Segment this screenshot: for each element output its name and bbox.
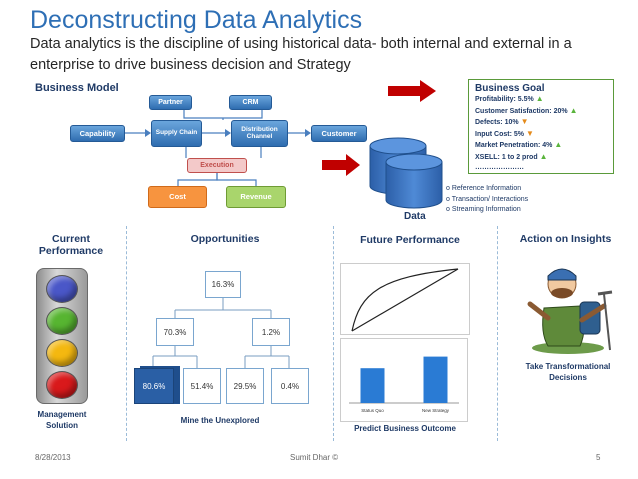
- revenue-box: Revenue: [226, 186, 286, 208]
- business-goal-item-text: Defects: 10%: [475, 119, 519, 126]
- data-item: o Streaming Information: [446, 206, 521, 213]
- business-goal-item: Market Penetration: 4%▲: [475, 140, 607, 152]
- future-performance-caption: Predict Business Outcome: [354, 424, 456, 433]
- business-goal-item: Profitability: 5.5%▲: [475, 94, 607, 106]
- bar-category-label: Status Quo: [361, 408, 384, 413]
- data-label: Data: [404, 211, 426, 222]
- opportunity-node-left: 70.3%: [156, 318, 194, 346]
- business-goal-item-text: Customer Satisfaction: 20%: [475, 107, 568, 115]
- footer-date: 8/28/2013: [35, 453, 71, 462]
- baseline-line: [351, 268, 459, 332]
- crm-box: CRM: [229, 95, 272, 110]
- column-divider: [333, 226, 334, 441]
- business-goal-item: …………………: [475, 163, 607, 174]
- distribution-channel-box: Distribution Channel: [231, 120, 288, 147]
- business-goal-item: Input Cost: 5%▼: [475, 129, 607, 141]
- bar: [423, 356, 448, 403]
- current-performance-heading: Current Performance: [38, 233, 104, 257]
- current-performance-caption: Management Solution: [37, 410, 87, 430]
- slide-title: Deconstructing Data Analytics: [30, 6, 363, 34]
- growth-curve-chart: [340, 263, 470, 335]
- business-goal-item-text: Input Cost: 5%: [475, 130, 524, 138]
- future-bar-chart: Status Quo New Strategy: [340, 338, 468, 422]
- opportunity-tree-connectors: [152, 297, 290, 368]
- footer-author: Sumit Dhar ©: [290, 453, 339, 462]
- action-on-insights-heading: Action on Insights: [519, 233, 612, 245]
- business-goal-item-text: …………………: [475, 164, 524, 171]
- footer-page-number: 5: [596, 453, 601, 462]
- cost-box: Cost: [148, 186, 207, 208]
- business-goal-box: Business Goal Profitability: 5.5%▲Custom…: [468, 79, 614, 174]
- slide-subtitle: Data analytics is the discipline of usin…: [30, 36, 572, 73]
- arrow-down-icon: ▼: [520, 117, 529, 126]
- traffic-light-lamp: [46, 339, 78, 367]
- bar: [360, 368, 385, 403]
- arrow-down-icon: ▼: [526, 128, 534, 138]
- business-model-heading: Business Model: [35, 82, 119, 94]
- arrow-up-icon: ▲: [535, 94, 544, 103]
- data-item: o Transaction/ Interactions: [446, 195, 529, 203]
- traffic-light-lamp: [46, 307, 78, 335]
- business-goal-item: Defects: 10%▼: [475, 117, 607, 129]
- opportunity-leaf-highlight: 80.6%: [134, 368, 174, 404]
- opportunities-caption: Mine the Unexplored: [180, 416, 260, 425]
- execution-box: Execution: [187, 158, 247, 173]
- opportunity-leaf: 0.4%: [271, 368, 309, 404]
- bar-category-label: New Strategy: [422, 408, 450, 413]
- customer-box: Customer: [311, 125, 367, 142]
- opportunity-leaf: 29.5%: [226, 368, 264, 404]
- red-arrow-icon: [322, 154, 360, 176]
- opportunity-node-right: 1.2%: [252, 318, 290, 346]
- partner-box: Partner: [149, 95, 192, 110]
- business-goal-item: XSELL: 1 to 2 prod▲: [475, 152, 607, 164]
- growth-curve-line: [351, 268, 459, 332]
- business-goal-item-text: Market Penetration: 4%: [475, 142, 553, 149]
- capability-box: Capability: [70, 125, 125, 142]
- arrow-up-icon: ▲: [554, 140, 563, 149]
- red-arrow-icon: [388, 80, 436, 102]
- opportunities-heading: Opportunities: [190, 233, 260, 245]
- traffic-light-lamp: [46, 371, 78, 399]
- hiker-icon: [527, 268, 613, 354]
- column-divider: [497, 226, 498, 441]
- business-model-connectors: [125, 80, 436, 186]
- data-item: o Reference Information: [446, 185, 522, 192]
- column-divider: [126, 226, 127, 441]
- arrow-up-icon: ▲: [539, 151, 548, 161]
- opportunity-node-root: 16.3%: [205, 271, 241, 298]
- business-goal-item: Customer Satisfaction: 20%▲: [475, 106, 607, 118]
- future-bar-chart-svg: Status Quo New Strategy: [349, 356, 459, 413]
- future-performance-heading: Future Performance: [360, 234, 460, 246]
- opportunity-leaf: 51.4%: [183, 368, 221, 404]
- business-goal-title: Business Goal: [475, 83, 545, 94]
- business-goal-item-text: Profitability: 5.5%: [475, 96, 534, 103]
- arrow-up-icon: ▲: [569, 105, 578, 115]
- business-goal-item-text: XSELL: 1 to 2 prod: [475, 153, 538, 161]
- traffic-light-lamp: [46, 275, 78, 303]
- data-items-list: o Reference Information o Transaction/ I…: [446, 184, 528, 216]
- traffic-light-icon: [36, 268, 88, 404]
- supply-chain-box: Supply Chain: [151, 120, 202, 147]
- database-icon: [369, 137, 443, 209]
- action-on-insights-caption: Take Transformational Decisions: [525, 362, 611, 382]
- business-goal-list: Profitability: 5.5%▲Customer Satisfactio…: [475, 94, 607, 174]
